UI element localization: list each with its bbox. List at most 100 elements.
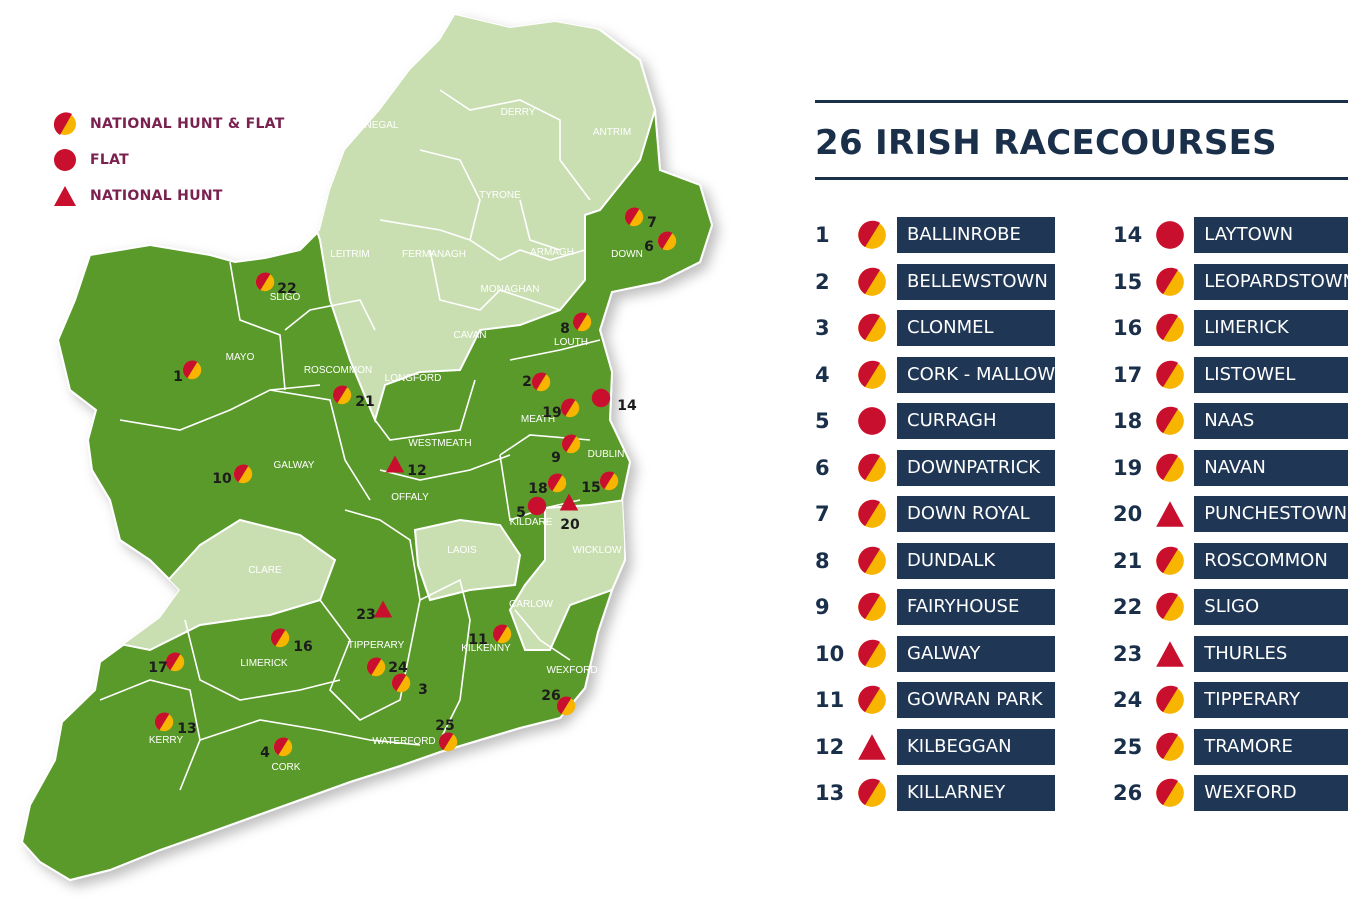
nh-flat-icon — [1155, 406, 1184, 436]
map-marker: 18 — [528, 473, 567, 497]
racecourse-name: TIPPERARY — [1194, 682, 1348, 719]
racecourse-number: 21 — [1113, 548, 1143, 573]
racecourse-type — [1155, 685, 1195, 715]
nh-flat-icon — [1155, 313, 1184, 343]
map-marker: 21 — [332, 385, 375, 410]
map-marker: 10 — [212, 464, 253, 487]
racecourse-type — [857, 406, 897, 436]
nh-flat-icon — [255, 272, 275, 292]
map-marker: 7 — [624, 207, 657, 231]
nh-flat-icon — [391, 673, 411, 693]
racecourse-type — [1155, 453, 1195, 483]
racecourse-name: SLIGO — [1194, 589, 1348, 626]
nh-flat-icon — [531, 372, 551, 392]
county-label: DUBLIN — [588, 449, 625, 460]
legend-item-flat: FLAT — [52, 142, 285, 178]
nh-flat-icon — [53, 112, 76, 135]
racecourse-type — [857, 685, 897, 715]
map-marker: 9 — [551, 434, 581, 466]
racecourse-name: FAIRYHOUSE — [897, 589, 1055, 626]
nh-flat-icon — [561, 434, 581, 454]
racecourse-name: CURRAGH — [897, 403, 1055, 440]
map-marker: 6 — [644, 231, 677, 255]
marker-number: 17 — [148, 660, 167, 676]
map-marker: 8 — [560, 312, 592, 337]
nh-flat-icon — [858, 220, 886, 250]
nh-flat-icon — [332, 385, 352, 405]
top-rule — [815, 100, 1348, 103]
map-marker: 22 — [255, 272, 297, 297]
county-label: DOWN — [611, 249, 643, 260]
map-marker: 16 — [270, 628, 313, 655]
list-item: 22 SLIGO — [1113, 584, 1348, 631]
nh-flat-icon — [1155, 685, 1184, 715]
marker-number: 25 — [435, 718, 454, 734]
racecourse-type — [1155, 406, 1195, 436]
nh-flat-icon — [858, 453, 886, 482]
nh-flat-icon — [858, 546, 886, 575]
list-item: 9 FAIRYHOUSE — [815, 584, 1113, 631]
nh-flat-icon — [1155, 778, 1184, 808]
marker-number: 18 — [528, 481, 547, 497]
nh-flat-icon — [556, 696, 576, 716]
map-marker: 25 — [435, 718, 458, 752]
nh-flat-icon — [624, 207, 644, 227]
map-marker: 5 — [516, 496, 547, 521]
page-title: 26 IRISH RACECOURSES — [815, 123, 1277, 163]
northern-region — [298, 15, 657, 424]
nh-flat-icon — [270, 628, 290, 648]
marker-number: 11 — [468, 632, 487, 648]
county-label: TIPPERARY — [348, 640, 405, 651]
racecourse-name: PUNCHESTOWN — [1194, 496, 1348, 533]
racecourse-name: LAYTOWN — [1194, 217, 1348, 254]
racecourse-name: LISTOWEL — [1194, 356, 1348, 393]
nh-flat-icon — [599, 471, 619, 491]
racecourse-type — [857, 546, 897, 576]
marker-number: 19 — [542, 405, 561, 421]
nh-flat-icon — [858, 778, 886, 808]
county-label: CAVAN — [454, 330, 487, 341]
marker-number: 6 — [644, 239, 654, 255]
racecourse-type — [1155, 313, 1195, 343]
nh-flat-icon — [657, 231, 677, 251]
flat-icon — [858, 407, 886, 436]
triangle-icon — [373, 600, 393, 618]
racecourse-type — [857, 732, 897, 762]
racecourse-number: 3 — [815, 316, 830, 341]
county-label: WESTMEATH — [408, 438, 471, 449]
racecourse-name: ROSCOMMON — [1194, 542, 1348, 579]
racecourse-type — [857, 453, 897, 483]
county-label: SLIGO — [270, 292, 301, 303]
marker-number: 2 — [522, 374, 532, 390]
racecourse-number: 9 — [815, 595, 830, 620]
racecourse-type — [857, 778, 897, 808]
nh-flat-icon — [1155, 453, 1184, 482]
county-label: DONEGAL — [350, 120, 399, 131]
racecourse-type — [1155, 267, 1195, 297]
marker-number: 7 — [647, 215, 657, 231]
marker-number: 15 — [581, 480, 600, 496]
racecourse-name: KILBEGGAN — [897, 728, 1055, 765]
legend-item-nh: NATIONAL HUNT — [52, 178, 285, 214]
marker-number: 26 — [541, 688, 560, 704]
county-label: GALWAY — [274, 460, 315, 471]
map-marker: 23 — [356, 600, 393, 623]
triangle-icon — [54, 186, 76, 206]
county-label: CORK — [272, 762, 301, 773]
racecourse-number: 6 — [815, 455, 830, 480]
map-marker: 3 — [391, 673, 428, 698]
marker-number: 10 — [212, 471, 232, 487]
racecourse-number: 17 — [1113, 362, 1143, 387]
racecourse-number: 22 — [1113, 595, 1143, 620]
